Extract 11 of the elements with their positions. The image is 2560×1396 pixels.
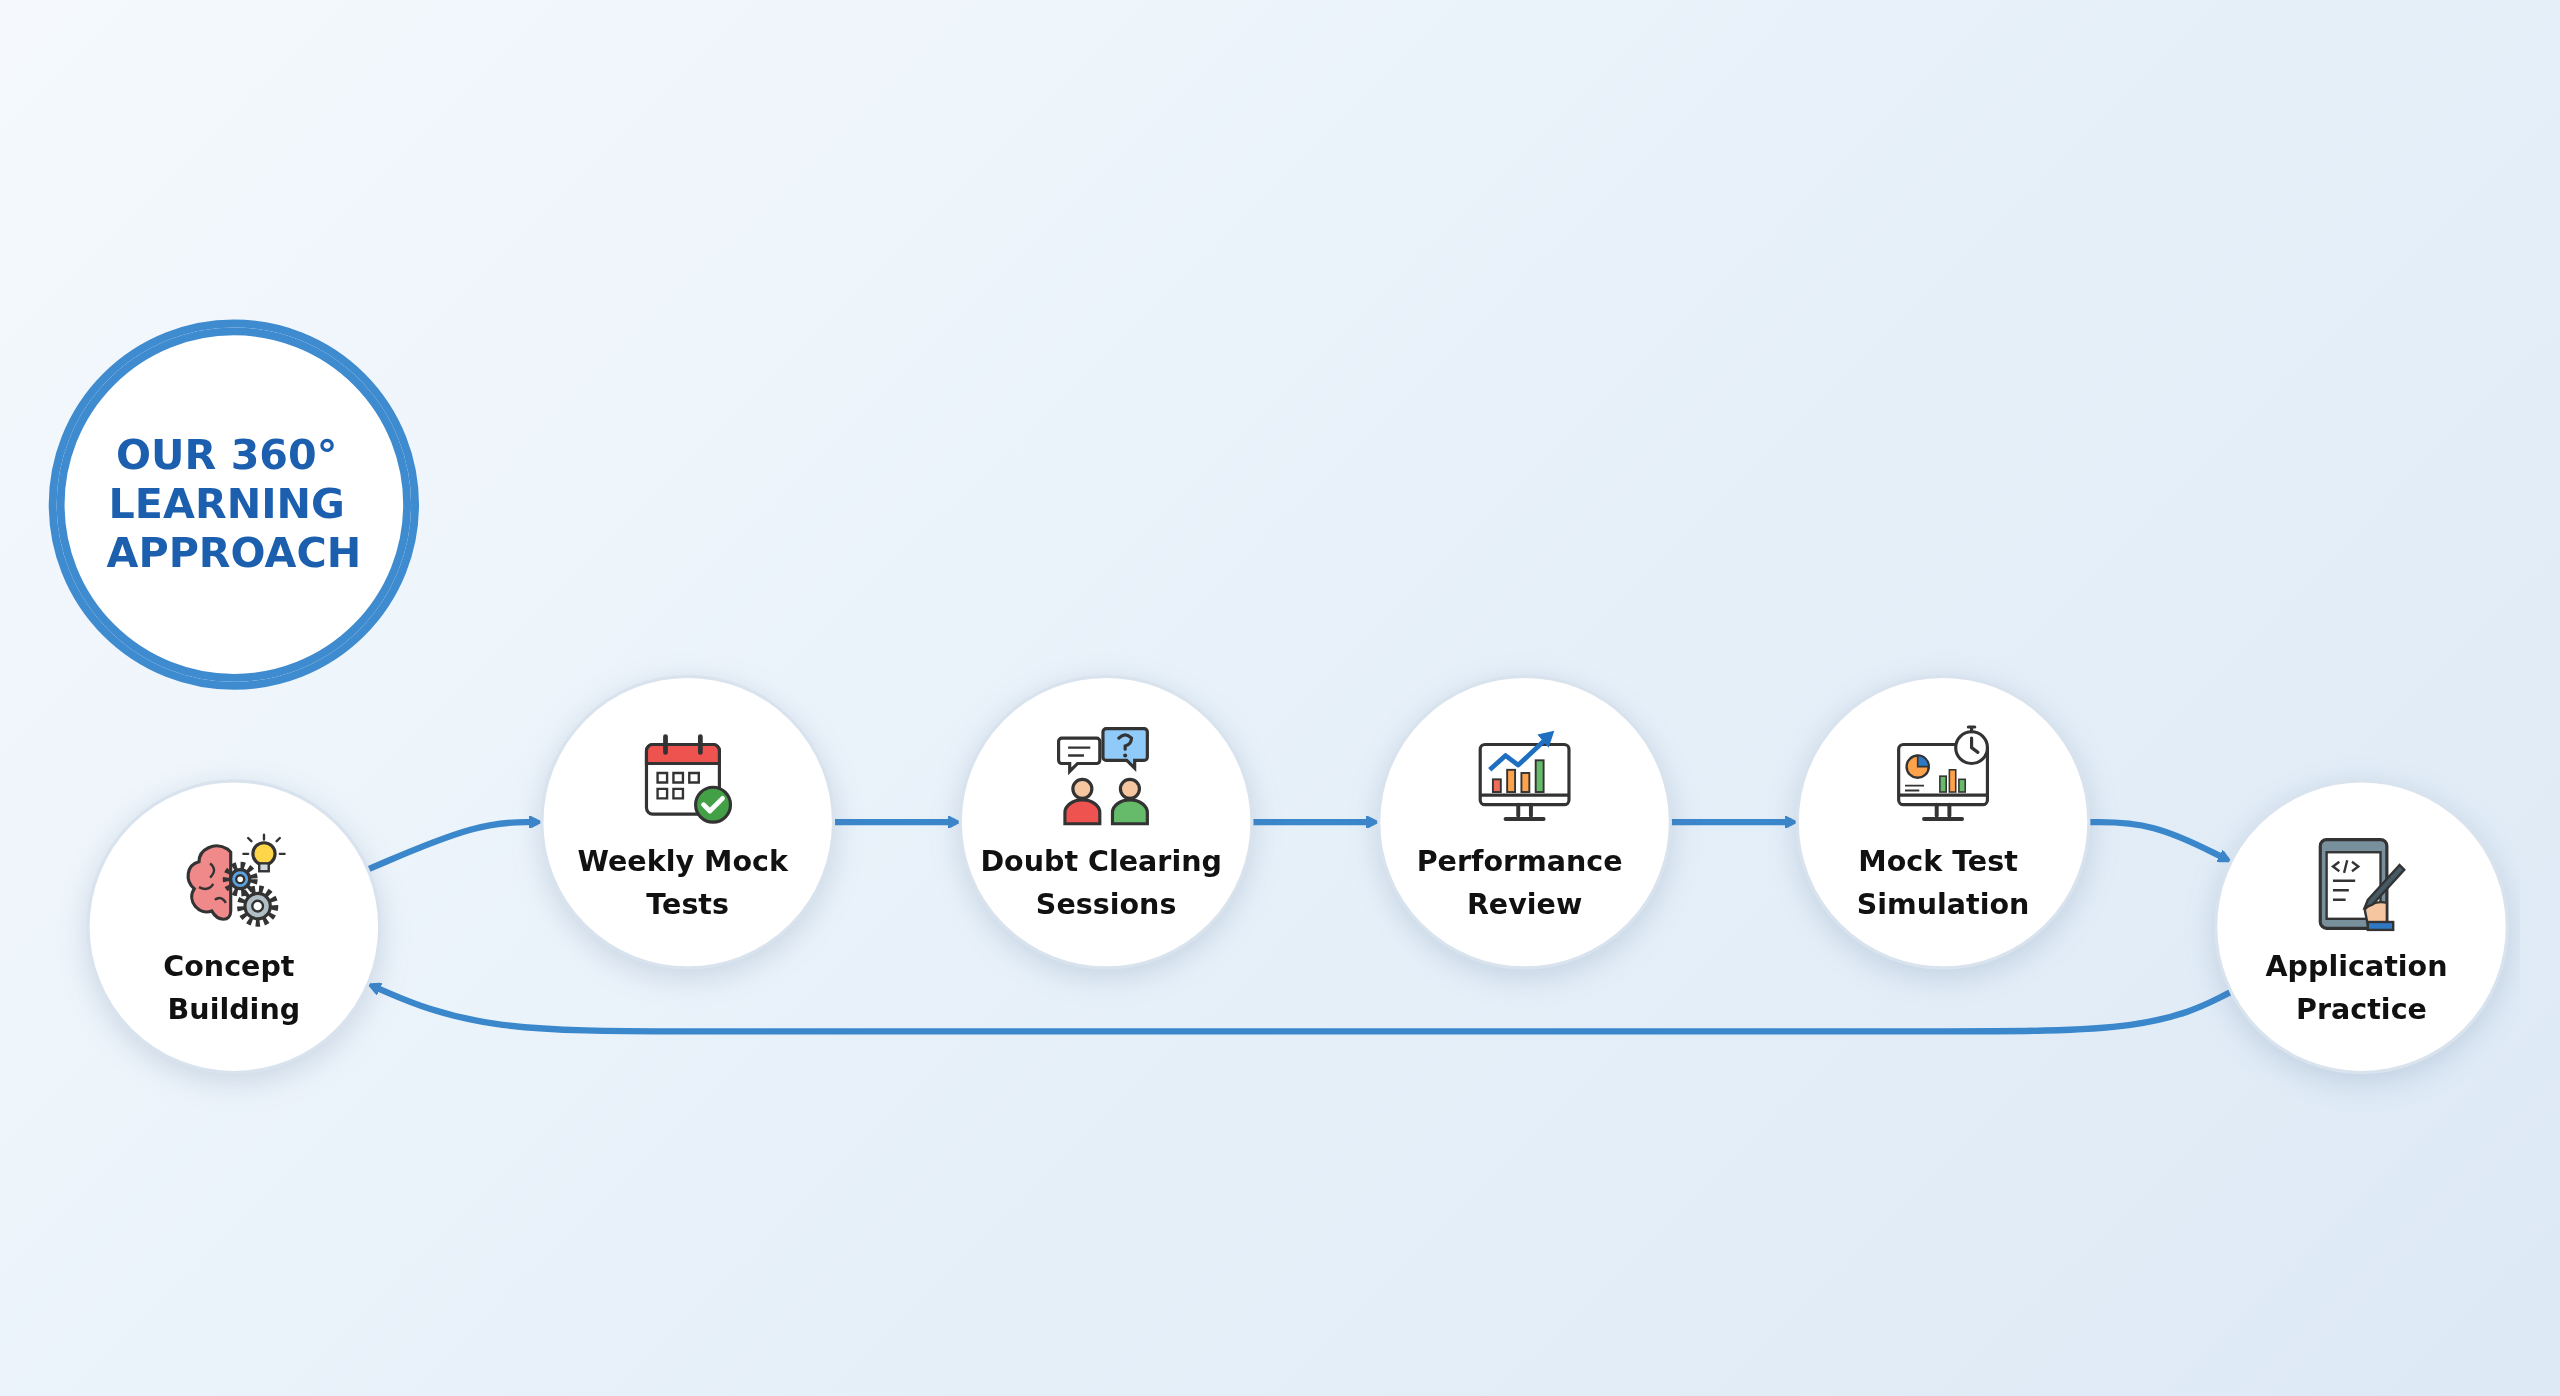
node-circle: Application Practice bbox=[2214, 779, 2509, 1075]
node-circle: OUR 360° LEARNING APPROACH bbox=[48, 319, 420, 690]
arrow bbox=[367, 982, 2233, 1035]
node-circle: Mock Test Simulation bbox=[1795, 674, 2091, 970]
arrow bbox=[2088, 818, 2232, 863]
arrow bbox=[1670, 815, 1798, 830]
node-circle: Performance Review bbox=[1377, 674, 1672, 970]
node-circle: Concept Building bbox=[86, 779, 382, 1075]
node-circle: Weekly Mock Tests bbox=[540, 674, 836, 970]
node-circle: Doubt Clearing Sessions bbox=[958, 674, 1254, 970]
arrow bbox=[833, 815, 961, 830]
